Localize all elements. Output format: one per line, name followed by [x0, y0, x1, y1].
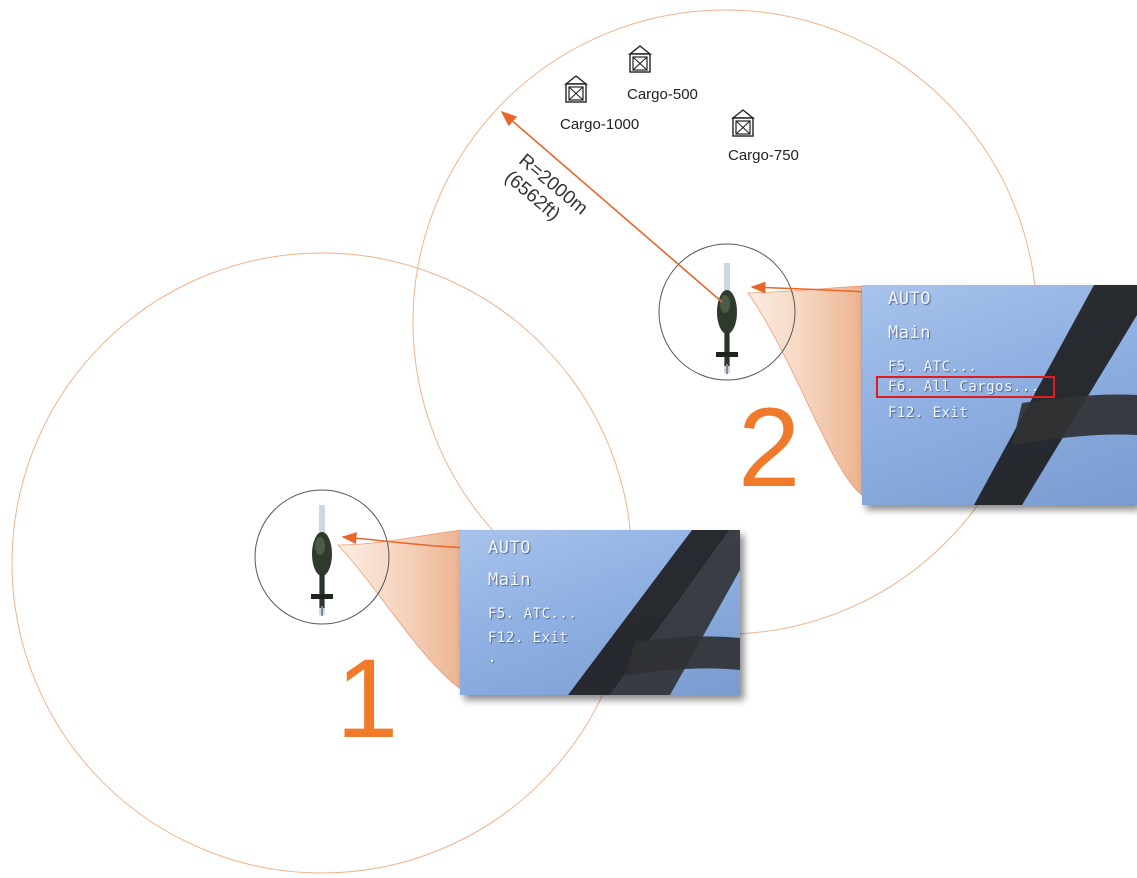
callout-arrow-2	[750, 281, 867, 294]
callout-arrow-1	[341, 532, 469, 549]
cargo-crate-icon	[732, 109, 754, 137]
menu-header: Main	[488, 570, 531, 590]
cargo-label: Cargo-750	[728, 147, 799, 164]
menu-title: AUTO	[888, 289, 931, 309]
radius-arrow	[500, 110, 723, 303]
menu-item-atc[interactable]: F5. ATC...	[488, 606, 578, 622]
step-number-2: 2	[738, 385, 801, 510]
callout-wedge-2	[747, 285, 863, 496]
radio-menu-panel-1: AUTO Main F5. ATC... F12. Exit .	[460, 530, 740, 695]
helicopter-icon	[311, 505, 333, 616]
menu-item-atc[interactable]: F5. ATC...	[888, 359, 978, 375]
menu-title: AUTO	[488, 538, 531, 558]
radio-menu-panel-2: AUTO Main F5. ATC... F6. All Cargos... F…	[862, 285, 1137, 505]
helicopter-icon	[716, 263, 738, 374]
menu-item-highlight	[876, 376, 1055, 398]
cockpit-frame	[568, 530, 740, 695]
cargo-crate-icon	[565, 75, 587, 103]
cockpit-frame	[974, 285, 1137, 505]
helicopter-circle-1	[254, 489, 390, 625]
menu-item-exit[interactable]: F12. Exit	[488, 630, 569, 646]
step-number-1: 1	[336, 636, 399, 761]
menu-item-exit[interactable]: F12. Exit	[888, 405, 969, 421]
helicopter-circle-2	[658, 243, 796, 381]
menu-item-dot: .	[488, 650, 497, 666]
menu-header: Main	[888, 323, 931, 343]
cargo-crate-icon	[629, 45, 651, 73]
cargo-label: Cargo-500	[627, 86, 698, 103]
menu-item-all-cargos[interactable]: F6. All Cargos...	[888, 379, 1040, 395]
cargo-label: Cargo-1000	[560, 116, 640, 133]
